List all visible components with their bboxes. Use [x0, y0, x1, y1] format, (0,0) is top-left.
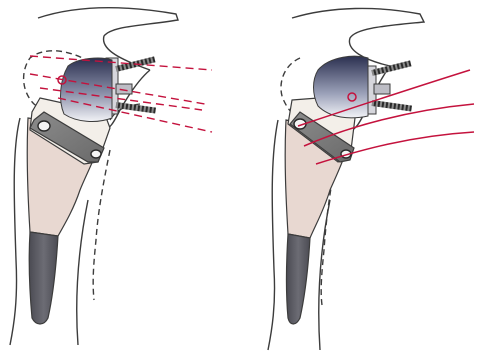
- humerus-outline-right: [77, 200, 88, 345]
- glenosphere-right: [314, 56, 369, 118]
- inferior-screw-right: [372, 100, 412, 112]
- humeral-stem-right: [287, 234, 311, 324]
- humerus-outline: [10, 118, 20, 345]
- glenosphere: [61, 58, 112, 121]
- central-peg: [116, 84, 132, 94]
- humerus-outline-right-panel: [268, 120, 278, 350]
- right-panel: [268, 8, 474, 350]
- left-panel: [10, 8, 212, 345]
- humerus-outline-right-edge: [319, 200, 330, 350]
- dashed-humerus-shaft: [93, 150, 110, 300]
- humeral-stem: [29, 232, 58, 324]
- central-peg-right: [374, 84, 390, 94]
